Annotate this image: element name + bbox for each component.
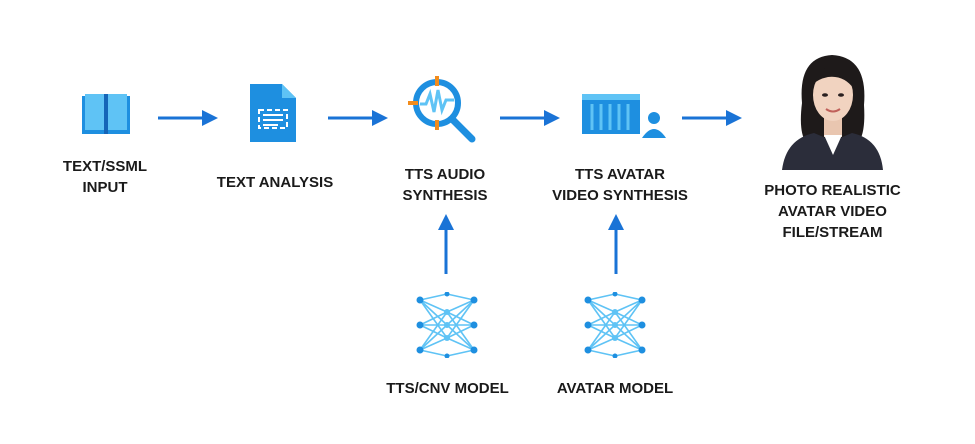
arrow-avatar-model-to-video	[608, 214, 624, 274]
avatar-photo	[780, 45, 885, 170]
waveform-search-icon	[408, 76, 476, 143]
node-label-avatar-model: AVATAR MODEL	[556, 380, 674, 397]
node-label-input: TEXT/SSML INPUT	[62, 158, 148, 196]
arrow-analysis-to-audio	[328, 110, 388, 126]
node-label-analysis: TEXT ANALYSIS	[216, 174, 334, 191]
arrow-video-to-output	[682, 110, 742, 126]
container-person-icon	[582, 94, 666, 138]
neural-network-icon	[584, 292, 646, 358]
neural-network-icon	[416, 292, 478, 358]
arrow-cnv-model-to-audio	[438, 214, 454, 274]
node-label-output: PHOTO REALISTIC AVATAR VIDEO FILE/STREAM	[764, 182, 901, 241]
document-icon	[250, 84, 296, 142]
arrow-input-to-analysis	[158, 110, 218, 126]
node-label-audio: TTS AUDIO SYNTHESIS	[402, 166, 488, 204]
arrow-audio-to-video	[500, 110, 560, 126]
node-label-video: TTS AVATAR VIDEO SYNTHESIS	[552, 166, 688, 204]
node-label-cnv-model: TTS/CNV MODEL	[386, 380, 509, 397]
book-icon	[82, 94, 130, 134]
